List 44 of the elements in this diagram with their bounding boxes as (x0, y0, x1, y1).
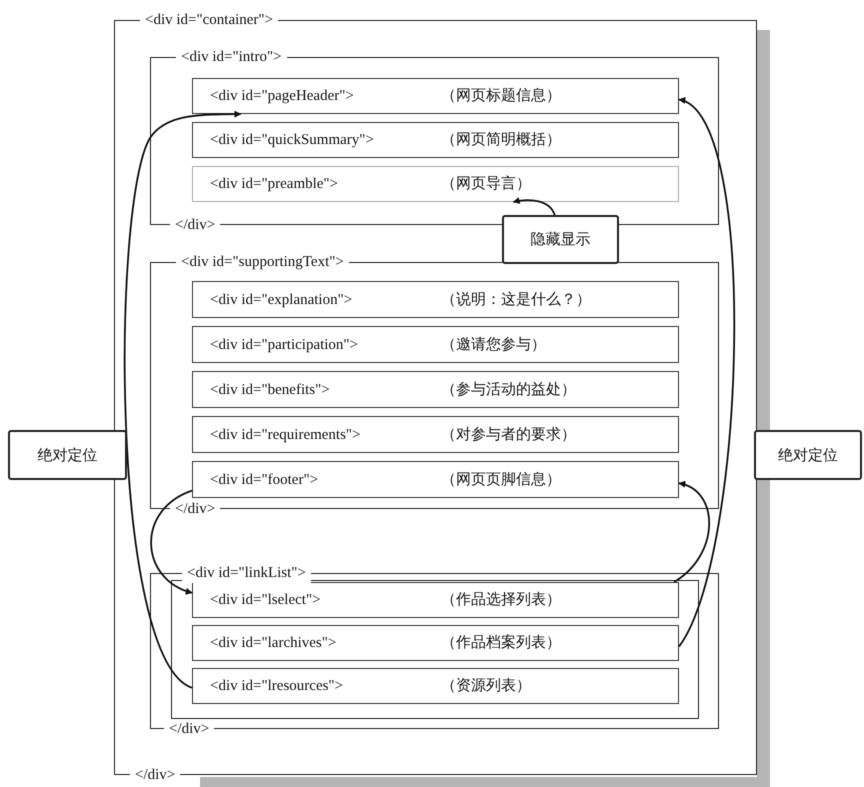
div-box (192, 668, 679, 704)
callout-text: 绝对定位 (38, 446, 98, 464)
arrow (124, 110, 242, 688)
description-text: （网页导言） (441, 174, 531, 194)
div-tag: <div id="pageHeader"> (210, 86, 354, 106)
description-text: （网页页脚信息） (441, 470, 561, 490)
div-box (192, 371, 679, 408)
description-text: （网页标题信息） (441, 86, 561, 106)
div-box (192, 122, 679, 158)
description-text: （作品选择列表） (441, 590, 561, 610)
description-text: （作品档案列表） (441, 633, 561, 653)
div-box (192, 582, 679, 618)
div-box (192, 78, 679, 114)
callout-text: 绝对定位 (778, 446, 838, 464)
div-tag: <div id="participation"> (210, 334, 358, 354)
div-box (192, 461, 679, 498)
div-box (192, 625, 679, 661)
div-tag: <div id="lselect"> (210, 590, 321, 610)
div-box (192, 166, 679, 202)
div-tag: <div id="lresources"> (210, 676, 344, 696)
description-text: （对参与者的要求） (441, 426, 576, 444)
div-box (192, 326, 679, 363)
div-tag: <div id="explanation"> (210, 290, 352, 310)
description-text: （说明：这是什么？） (441, 290, 591, 310)
callout-box (502, 215, 619, 264)
div-tag: <div id="preamble"> (210, 174, 338, 194)
arrow (674, 482, 710, 583)
arrow (150, 490, 193, 594)
callout-box (8, 430, 127, 480)
div-tag: <div id="benefits"> (210, 380, 330, 400)
div-box (192, 416, 679, 453)
callout-box (754, 430, 862, 480)
div-tag: <div id="quickSummary"> (210, 130, 374, 150)
description-text: （参与活动的益处） (441, 380, 576, 400)
description-text: （邀请您参与） (441, 336, 546, 354)
div-tag: <div id="larchives"> (210, 633, 336, 653)
div-tag: <div id="requirements"> (210, 424, 361, 444)
callout-text: 隐藏显示 (530, 230, 590, 249)
description-text: （网页简明概括） (441, 130, 561, 150)
div-tag: <div id="footer"> (210, 470, 318, 490)
arrow (678, 98, 735, 648)
description-text: （资源列表） (441, 676, 531, 696)
arrow (512, 197, 556, 216)
div-box (192, 281, 679, 318)
